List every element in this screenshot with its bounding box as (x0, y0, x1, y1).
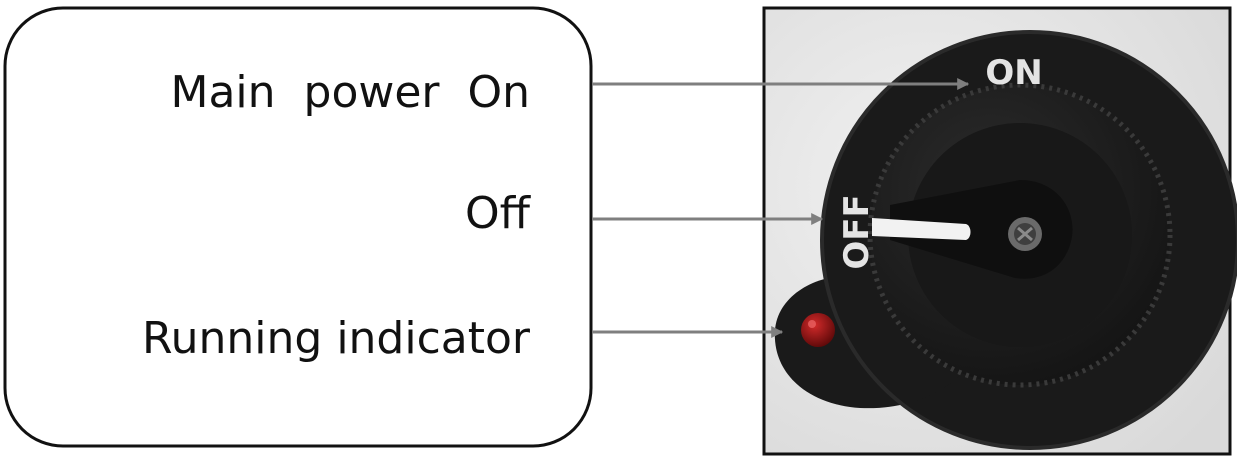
rotary-knob[interactable] (867, 82, 1173, 388)
knob-handle (890, 180, 1073, 279)
main-power-on-label: Main power On (171, 67, 531, 118)
switch-photo: ON OFF (762, 6, 1237, 456)
on-marking: ON (985, 53, 1042, 93)
off-label: Off (465, 188, 532, 239)
screw-icon (1008, 217, 1042, 251)
off-marking: OFF (837, 194, 877, 269)
label-box (3, 6, 593, 448)
running-indicator-led (801, 313, 835, 347)
running-indicator-label: Running indicator (142, 313, 531, 364)
knob-pointer (872, 218, 971, 240)
